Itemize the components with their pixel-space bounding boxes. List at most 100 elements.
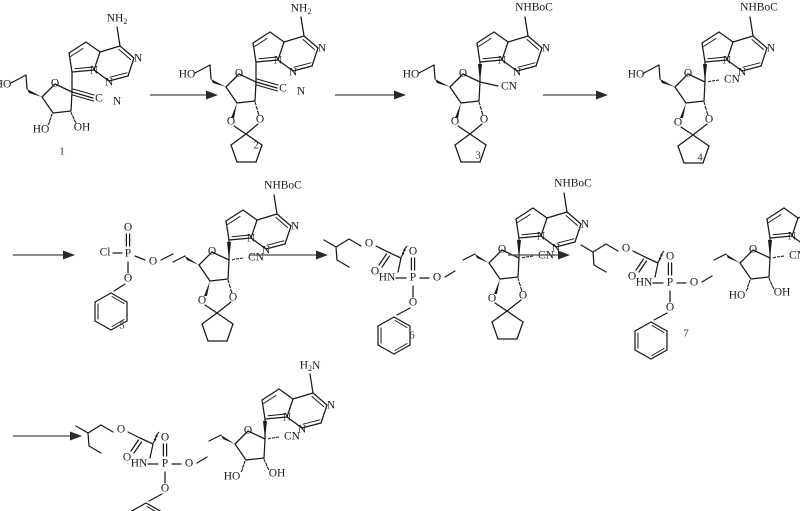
atom-label-o-phenoxy: O bbox=[161, 483, 169, 495]
reaction-arrow-7 bbox=[13, 431, 82, 441]
atom-label-oh-2prime: OH bbox=[269, 468, 286, 480]
atom-label-o-ester: O bbox=[433, 272, 441, 284]
atom-label-o-phenoxy: O bbox=[124, 273, 132, 285]
compound-number: 6 bbox=[409, 330, 415, 342]
atom-label-n: N bbox=[298, 424, 307, 436]
atom-label-o-ketal: O bbox=[705, 114, 713, 126]
atom-label-nitrile-c: C bbox=[95, 93, 103, 105]
atom-label-hn: HN bbox=[636, 277, 653, 289]
atom-label-nitrile: CN bbox=[789, 250, 800, 262]
atom-label-o-ketal: O bbox=[519, 290, 527, 302]
atom-label-o-ketal: O bbox=[198, 295, 206, 307]
atom-label-o-carbonyl: O bbox=[371, 266, 379, 278]
atom-label-n: N bbox=[723, 55, 732, 67]
atom-label-n: N bbox=[738, 67, 747, 79]
atom-label-amine: NH2 bbox=[291, 3, 312, 16]
atom-label-n: N bbox=[247, 233, 256, 245]
atom-label-n: N bbox=[90, 65, 99, 77]
compound-8: O O HN P O O O bbox=[75, 360, 336, 511]
atom-label-ho-5prime: HO bbox=[179, 69, 196, 81]
atom-label-n: N bbox=[552, 243, 561, 255]
compound-number: 5 bbox=[119, 320, 125, 332]
atom-label-nitrile: CN bbox=[248, 252, 265, 264]
reaction-arrow-6 bbox=[508, 250, 570, 260]
reaction-arrow-4 bbox=[13, 250, 75, 260]
compound-5: P Cl O O O NHBoC N N N bbox=[94, 180, 302, 342]
atom-label-o-ketal: O bbox=[480, 114, 488, 126]
atom-label-hn: HN bbox=[131, 458, 148, 470]
atom-label-n: N bbox=[134, 53, 143, 65]
atom-label-nitrile: CN bbox=[724, 74, 741, 86]
atom-label-o-ring: O bbox=[235, 68, 243, 80]
atom-label-o-carbonyl: O bbox=[123, 452, 131, 464]
atom-label-n: N bbox=[767, 43, 776, 55]
reaction-arrow-3 bbox=[543, 90, 608, 100]
compound-2: NH2 N N N O HO C N O bbox=[179, 3, 327, 163]
atom-label-o-ester: O bbox=[365, 238, 373, 250]
atom-label-o-ester: O bbox=[149, 256, 157, 268]
atom-label-n: N bbox=[788, 231, 797, 243]
atom-label-o-double: O bbox=[161, 432, 169, 444]
atom-label-n: N bbox=[498, 55, 507, 67]
atom-label-n: N bbox=[542, 43, 551, 55]
atom-label-phosphorus: P bbox=[125, 248, 131, 260]
atom-label-o-ketal: O bbox=[674, 117, 682, 129]
atom-label-phosphorus: P bbox=[162, 458, 168, 470]
atom-label-o-ring: O bbox=[459, 68, 467, 80]
atom-label-oh-2prime: OH bbox=[74, 122, 91, 134]
reaction-arrow-2 bbox=[335, 90, 406, 100]
atom-label-ho-5prime: HO bbox=[628, 69, 645, 81]
atom-label-chlorine: Cl bbox=[100, 247, 111, 259]
atom-label-oh-2prime: OH bbox=[774, 287, 791, 299]
atom-label-o-phenoxy: O bbox=[409, 297, 417, 309]
atom-label-n: N bbox=[327, 400, 336, 412]
atom-label-hn: HN bbox=[379, 272, 396, 284]
atom-label-amine: NH2 bbox=[107, 13, 128, 26]
atom-label-nitrile-n: N bbox=[113, 96, 122, 108]
atom-label-o-ring: O bbox=[208, 246, 216, 258]
atom-label-n: N bbox=[537, 231, 546, 243]
atom-label-o-double: O bbox=[124, 222, 132, 234]
compound-number: 4 bbox=[697, 152, 703, 164]
atom-label-nitrile: CN bbox=[501, 81, 518, 93]
atom-label-phosphorus: P bbox=[410, 272, 416, 284]
compound-6: O O HN P O O bbox=[323, 178, 592, 355]
compound-number: 3 bbox=[475, 150, 481, 162]
atom-label-n: N bbox=[513, 67, 522, 79]
atom-label-o-ketal: O bbox=[229, 292, 237, 304]
compound-number: 7 bbox=[683, 328, 689, 340]
atom-label-nhboc: NHBoC bbox=[554, 178, 592, 190]
atom-label-nitrile: CN bbox=[284, 431, 301, 443]
atom-label-o-ketal: O bbox=[256, 114, 264, 126]
compound-4: NHBoC N N N O HO CN O bbox=[628, 2, 778, 164]
atom-label-nhboc: NHBoC bbox=[264, 180, 302, 192]
atom-label-o-phenoxy: O bbox=[666, 302, 674, 314]
atom-label-ho-3prime: HO bbox=[224, 471, 241, 483]
atom-label-o-ketal: O bbox=[451, 116, 459, 128]
atom-label-nitrile-c: C bbox=[279, 83, 287, 95]
atom-label-amine: H2N bbox=[300, 360, 321, 373]
atom-label-n: N bbox=[291, 221, 300, 233]
atom-label-o-ester: O bbox=[622, 243, 630, 255]
atom-label-ho-5prime: HO bbox=[403, 69, 420, 81]
atom-label-o-ester: O bbox=[117, 424, 125, 436]
atom-label-o-ring: O bbox=[749, 244, 757, 256]
atom-label-nhboc: NHBoC bbox=[740, 2, 778, 14]
atom-label-o-ketal: O bbox=[227, 116, 235, 128]
atom-label-nhboc: NHBoC bbox=[515, 2, 553, 14]
atom-label-o-double: O bbox=[666, 251, 674, 263]
compound-number: 2 bbox=[253, 140, 259, 152]
atom-label-n: N bbox=[318, 43, 327, 55]
atom-label-n: N bbox=[274, 55, 283, 67]
atom-label-n: N bbox=[283, 412, 292, 424]
atom-label-ho-3prime: HO bbox=[729, 290, 746, 302]
atom-label-nitrile-n: N bbox=[297, 86, 306, 98]
atom-label-o-ring: O bbox=[51, 78, 59, 90]
atom-label-o-ester: O bbox=[690, 277, 698, 289]
compound-3: NHBoC N N N O HO CN O bbox=[403, 2, 553, 163]
atom-label-n: N bbox=[581, 219, 590, 231]
atom-label-o-double: O bbox=[409, 246, 417, 258]
compound-7: O O HN P O O O bbox=[580, 192, 800, 360]
atom-label-o-ring: O bbox=[684, 68, 692, 80]
